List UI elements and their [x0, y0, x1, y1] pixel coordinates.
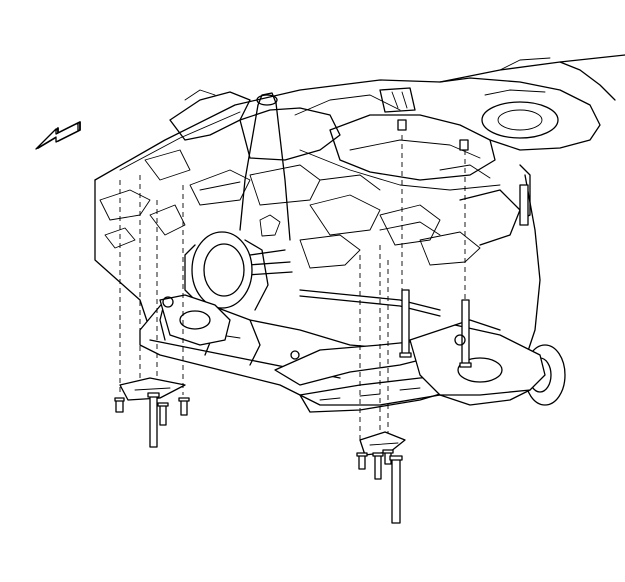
- bolt-upper-3: [519, 184, 529, 226]
- bolt-right-2: [374, 454, 382, 480]
- upper-frame-bolts: [397, 119, 529, 368]
- vehicle-body-underside: [94, 54, 625, 331]
- front-arrow-icon: [35, 121, 81, 150]
- bolt-left-4: [180, 399, 188, 416]
- bolt-upper-2: [461, 299, 470, 366]
- left-bolt-group: [114, 377, 190, 448]
- bolt-left-1: [115, 399, 124, 413]
- lower-control-arm-right: [409, 319, 546, 406]
- lower-control-arm-left: [159, 294, 231, 346]
- bolt-alignment-lines: [119, 135, 466, 440]
- detail-lines: [162, 164, 491, 360]
- left-knuckle-rotor: [184, 231, 269, 311]
- bolt-left-3: [159, 404, 167, 426]
- bolt-right-1: [358, 454, 366, 470]
- bolt-left-2: [149, 394, 158, 448]
- strut-assembly: [239, 92, 293, 276]
- right-bolt-group: [356, 431, 406, 524]
- bolt-upper-1: [401, 289, 410, 356]
- bolt-right-4: [391, 457, 401, 524]
- stabilizer-link: [299, 289, 441, 317]
